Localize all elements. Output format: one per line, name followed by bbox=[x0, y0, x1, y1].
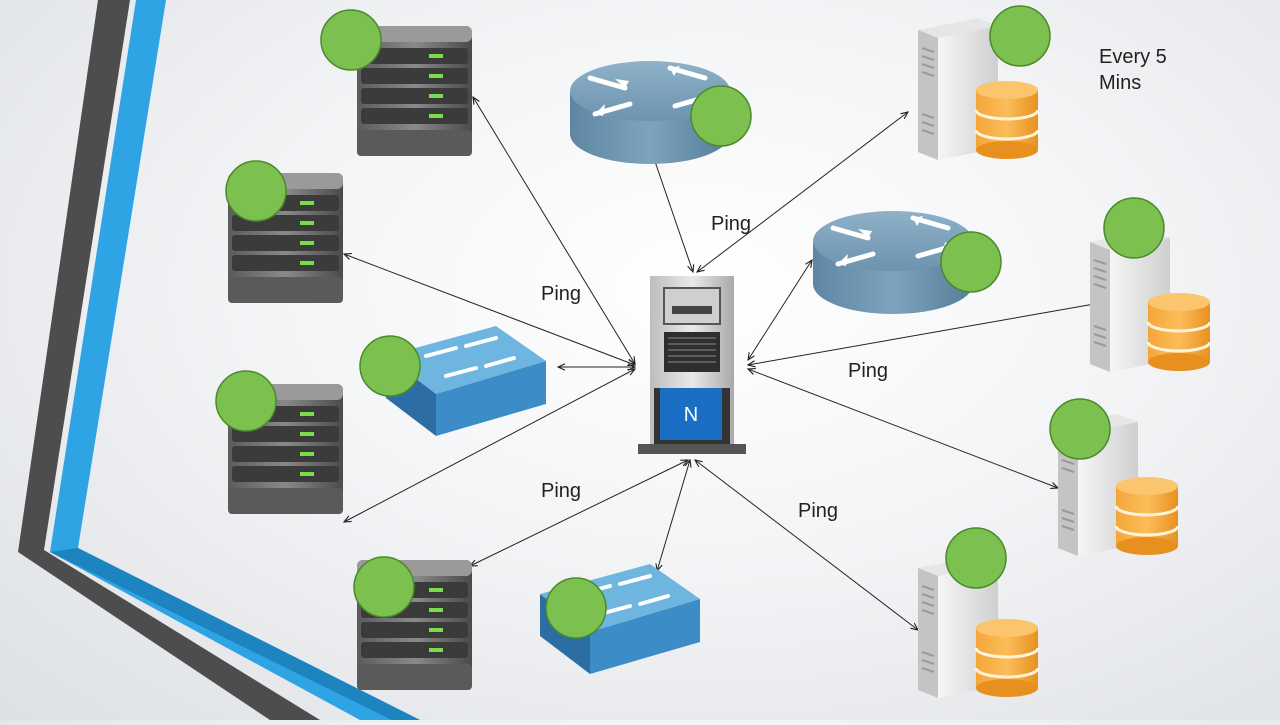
status-dot bbox=[989, 5, 1051, 67]
interval-note-line1: Every 5 bbox=[1099, 46, 1167, 68]
ping-label: Ping bbox=[798, 500, 839, 522]
ping-label: Ping bbox=[848, 360, 889, 382]
link-rack-4 bbox=[470, 460, 688, 566]
status-dot bbox=[1049, 398, 1111, 460]
ping-label: Ping bbox=[541, 480, 582, 502]
slide-decoration bbox=[18, 0, 420, 720]
status-dot bbox=[359, 335, 421, 397]
link-router-1 bbox=[650, 147, 693, 272]
link-router-2 bbox=[748, 260, 812, 360]
status-dot bbox=[353, 556, 415, 618]
interval-note: Every 5 Mins bbox=[1099, 44, 1199, 96]
status-dot bbox=[940, 231, 1002, 293]
status-dot bbox=[545, 577, 607, 639]
link-tower-1 bbox=[697, 112, 908, 272]
ping-label: Ping bbox=[541, 283, 582, 305]
status-dot bbox=[945, 527, 1007, 589]
interval-note-line2: Mins bbox=[1099, 72, 1142, 94]
link-tower-4 bbox=[695, 460, 918, 630]
status-dot bbox=[320, 9, 382, 71]
monitoring-server-icon bbox=[638, 276, 746, 454]
status-dot bbox=[690, 85, 752, 147]
status-indicators bbox=[215, 5, 1165, 639]
link-tower-3 bbox=[748, 369, 1058, 488]
link-switch-2 bbox=[657, 460, 690, 571]
link-rack-3 bbox=[344, 369, 635, 522]
link-tower-2 bbox=[748, 303, 1100, 365]
status-dot bbox=[1103, 197, 1165, 259]
monitor-badge-label: N bbox=[684, 404, 698, 426]
ping-links bbox=[344, 97, 1100, 630]
status-dot bbox=[225, 160, 287, 222]
ping-label: Ping bbox=[711, 213, 752, 235]
link-rack-2 bbox=[344, 254, 635, 365]
status-dot bbox=[215, 370, 277, 432]
